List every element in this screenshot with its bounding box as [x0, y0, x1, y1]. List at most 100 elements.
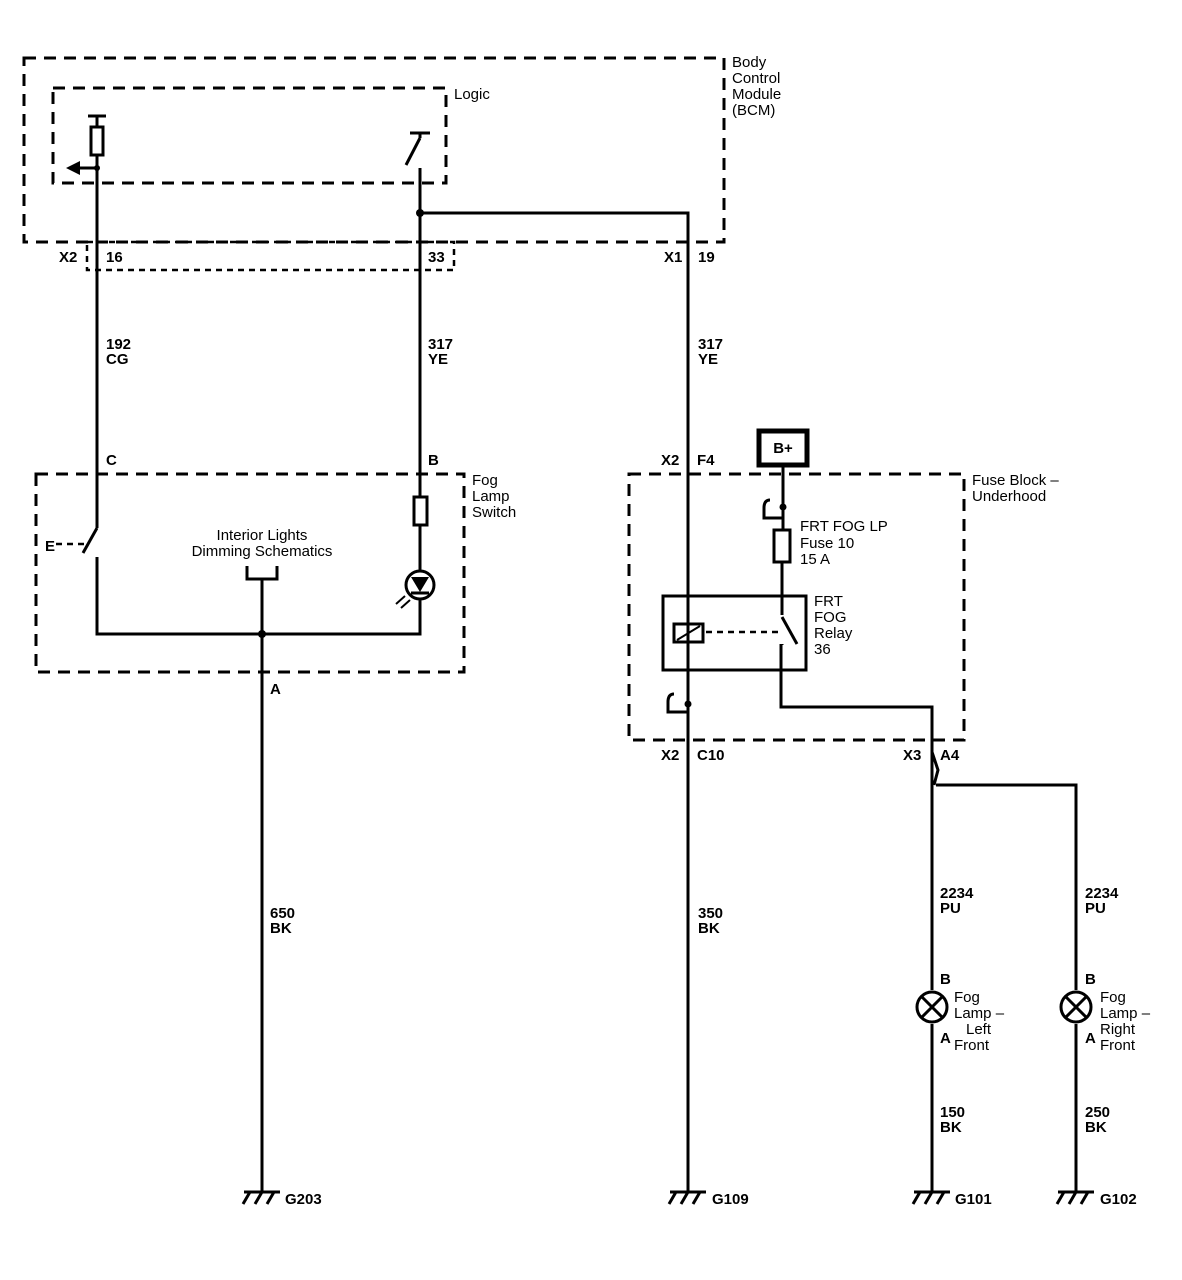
fb-x2-top: X2	[661, 452, 679, 469]
bcm-pin-33: 33	[428, 249, 445, 266]
wire-317-circuit: 317	[428, 336, 453, 353]
ground-label-g102: G102	[1100, 1191, 1137, 1208]
ground-icon	[1055, 1190, 1094, 1205]
wire-317b-circuit: 317	[698, 336, 723, 353]
bcm-outline	[22, 56, 726, 244]
arrow-left-icon	[66, 161, 80, 175]
wire-650-color: BK	[270, 920, 292, 937]
ground-icon	[667, 1190, 706, 1205]
bulb-icon	[1059, 990, 1093, 1024]
logic-label: Logic	[454, 86, 490, 103]
bcm-module: Body Control Module (BCM) Logic	[22, 54, 781, 244]
lamp-right-pin-b: B	[1085, 971, 1096, 988]
ground-icon	[241, 1190, 280, 1205]
dimming-label-1: Interior Lights	[217, 527, 308, 544]
ground-label-g203: G203	[285, 1191, 322, 1208]
logic-switch-icon	[404, 131, 430, 183]
bcm-label-line-2: Control	[732, 70, 780, 87]
wire-150-color: BK	[940, 1119, 962, 1136]
bcm-label: Body Control Module (BCM)	[732, 54, 781, 119]
fuse-block-outline	[627, 472, 966, 742]
logic-outline	[51, 86, 448, 185]
bcm-pin-16: 16	[106, 249, 123, 266]
lamp-right-label-4: Front	[1100, 1037, 1136, 1054]
bcm-x1-connector: X1	[664, 249, 682, 266]
fb-pin-a4: A4	[940, 747, 960, 764]
relay-label-2: FOG	[814, 609, 847, 626]
fuse-block-label-1: Fuse Block –	[972, 472, 1059, 489]
ground-label-g109: G109	[712, 1191, 749, 1208]
battery-label: B+	[773, 440, 793, 457]
relay-label-4: 36	[814, 641, 831, 658]
wire-250-color: BK	[1085, 1119, 1107, 1136]
lamp-right-label-2: Lamp –	[1100, 1005, 1151, 1022]
fb-pin-f4: F4	[697, 452, 715, 469]
switch-pin-a: A	[270, 681, 281, 698]
wire-2234l-circuit: 2234	[940, 885, 974, 902]
wire-317-link	[420, 211, 690, 1192]
fuse-icon	[772, 528, 792, 564]
ground-label-g101: G101	[955, 1191, 992, 1208]
wire-150-circuit: 150	[940, 1104, 965, 1121]
dimming-label-2: Dimming Schematics	[192, 543, 333, 560]
switch-pin-b: B	[428, 452, 439, 469]
wire-350-color: BK	[698, 920, 720, 937]
relay-coil-icon	[672, 622, 705, 644]
fb-pin-c10: C10	[697, 747, 725, 764]
wire-317-color: YE	[428, 351, 448, 368]
lamp-left-pin-a: A	[940, 1030, 951, 1047]
bus-bar-icon	[762, 498, 783, 520]
wiring	[95, 168, 1078, 1192]
wire-2234l-color: PU	[940, 900, 961, 917]
lamp-left-pin-b: B	[940, 971, 951, 988]
relay-label-3: Relay	[814, 625, 853, 642]
lamp-left-label-1: Fog	[954, 989, 980, 1006]
wire-350-circuit: 350	[698, 905, 723, 922]
fb-x3: X3	[903, 747, 921, 764]
ground-g203: G203	[241, 1190, 322, 1208]
bcm-label-line-3: Module	[732, 86, 781, 103]
resistor-icon	[412, 495, 429, 527]
switch-bus	[95, 557, 422, 636]
ground-g101: G101	[911, 1190, 992, 1208]
ground-tab-icon	[666, 692, 688, 714]
lamp-right-label-1: Fog	[1100, 989, 1126, 1006]
wire-192-circuit: 192	[106, 336, 131, 353]
relay-label-1: FRT	[814, 593, 843, 610]
bcm-label-line-1: Body	[732, 54, 767, 71]
fog-lamp-left: B A Fog Lamp – Left Front	[915, 971, 1005, 1054]
lamp-left-label-3: Left	[966, 1021, 992, 1038]
relay-contact-icon	[780, 616, 799, 645]
fog-switch-label-1: Fog	[472, 472, 498, 489]
wire-2234r-circuit: 2234	[1085, 885, 1119, 902]
fuse-label-3: 15 A	[800, 551, 830, 568]
bcm-x2-connector: X2	[59, 249, 77, 266]
fog-switch-label-2: Lamp	[472, 488, 510, 505]
fuse-block-label-2: Underhood	[972, 488, 1046, 505]
bcm-label-line-4: (BCM)	[732, 102, 775, 119]
splice-dot	[684, 700, 692, 708]
x2-connector-outline	[85, 240, 456, 272]
led-indicator-icon	[395, 569, 436, 609]
wire-2234r-color: PU	[1085, 900, 1106, 917]
ground-g102: G102	[1055, 1190, 1137, 1208]
splice-dot	[779, 503, 787, 511]
fb-x2-bottom: X2	[661, 747, 679, 764]
switch-pin-c: C	[106, 452, 117, 469]
fog-lamp-switch: C B A Fog Lamp Switch E Interior Lights …	[34, 452, 516, 698]
ground-g109: G109	[667, 1190, 749, 1208]
fuse-block-underhood: Fuse Block – Underhood X2 F4 X2 C10 X3 A…	[627, 428, 1059, 786]
lamp-left-label-2: Lamp –	[954, 1005, 1005, 1022]
ground-icon	[911, 1190, 950, 1205]
fuse-label-1: FRT FOG LP	[800, 518, 888, 535]
wire-250-circuit: 250	[1085, 1104, 1110, 1121]
switch-contact-icon: E	[45, 527, 99, 555]
pullup-resistor-icon	[66, 114, 106, 175]
splice-dot	[258, 630, 266, 638]
wire-317b-color: YE	[698, 351, 718, 368]
dimming-connector-icon	[245, 566, 279, 581]
relay-outline	[661, 594, 808, 672]
bcm-pin-19: 19	[698, 249, 715, 266]
switch-input-label: E	[45, 538, 55, 555]
